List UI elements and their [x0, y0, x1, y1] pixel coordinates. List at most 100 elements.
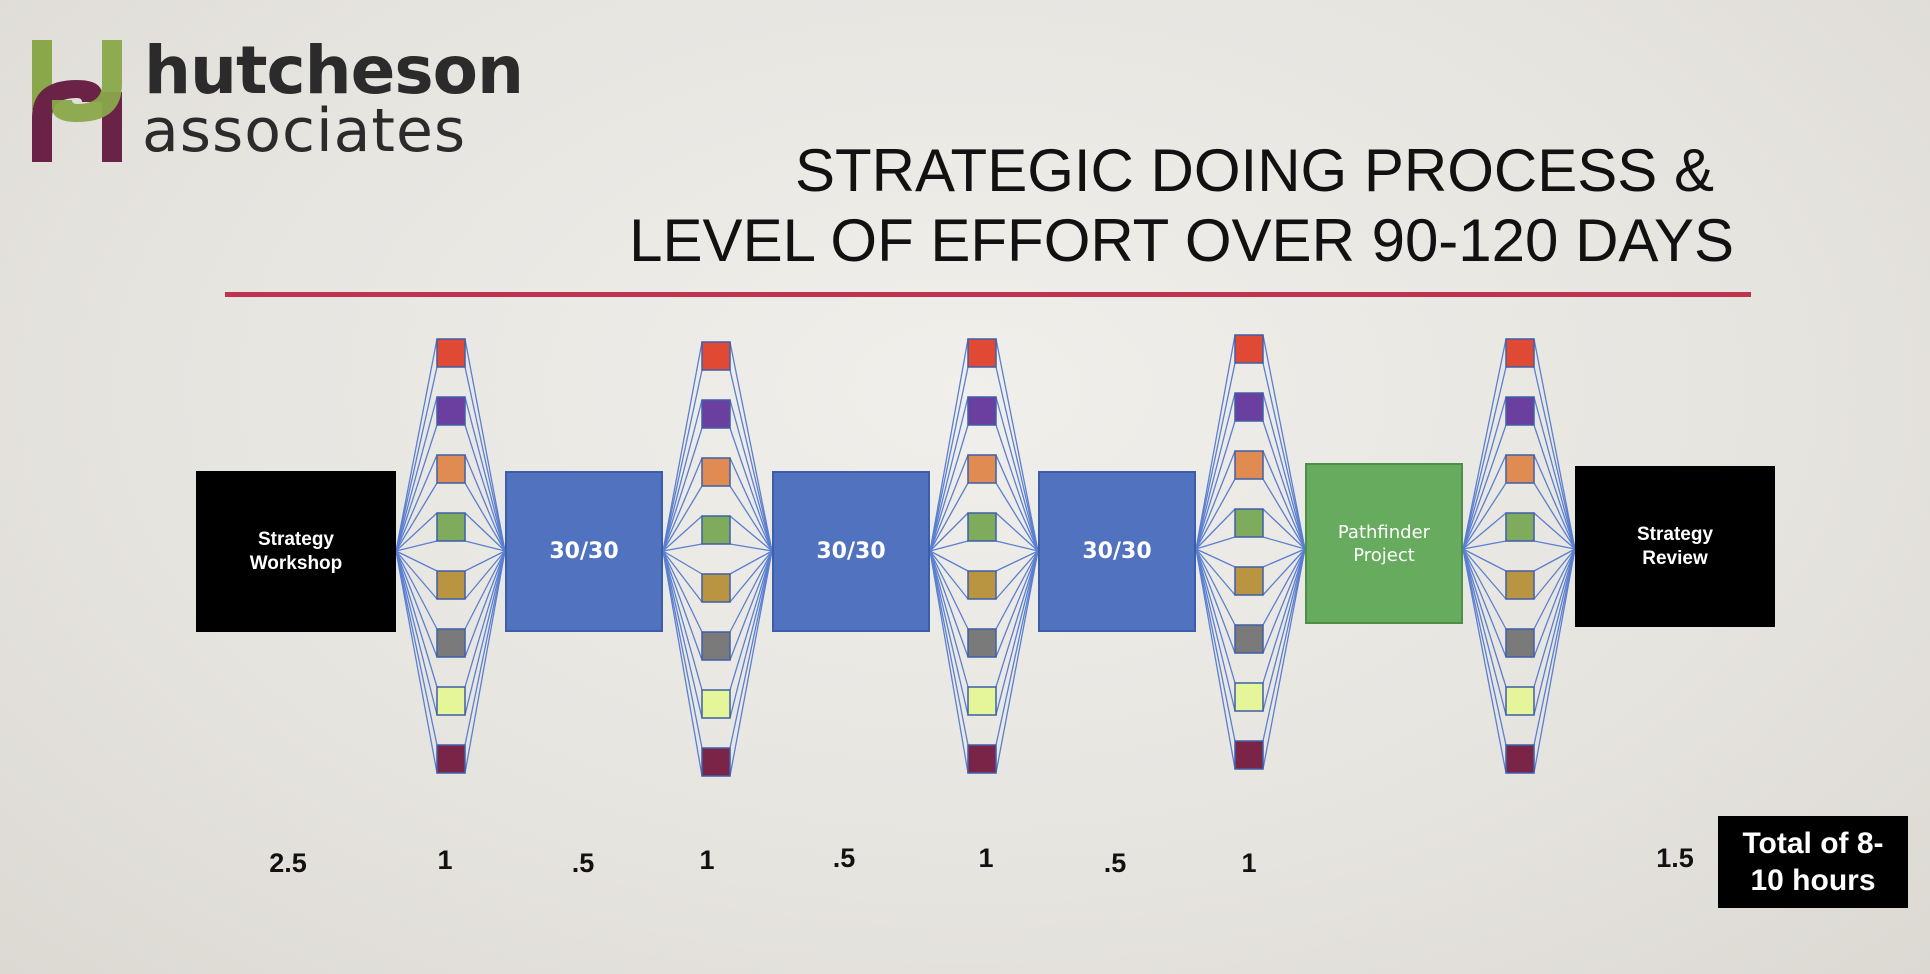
connector-line	[395, 550, 438, 746]
task-square	[701, 457, 731, 487]
connector-line	[1195, 450, 1236, 550]
connector-line	[1262, 508, 1306, 550]
connector-line	[1262, 548, 1306, 770]
connector-line	[929, 550, 969, 630]
total-hours-badge: Total of 8- 10 hours	[1718, 816, 1908, 908]
connector-line	[662, 550, 703, 633]
thirty-thirty-label-1: 30/30	[549, 539, 619, 564]
task-square	[436, 570, 466, 600]
strategy-review-label: Strategy Review	[1636, 523, 1714, 569]
connector-line	[729, 550, 773, 633]
connector-line	[464, 550, 506, 658]
task-square	[1234, 450, 1264, 480]
task-square	[436, 396, 466, 426]
thirty-thirty-box-3: 30/30	[1038, 471, 1196, 632]
task-square	[436, 512, 466, 542]
connector-line	[395, 550, 438, 774]
task-square	[967, 338, 997, 368]
connector-line	[1195, 362, 1236, 550]
task-square	[967, 454, 997, 484]
connector-line	[1262, 548, 1306, 568]
connector-line	[929, 550, 969, 716]
connector-line	[1262, 478, 1306, 550]
task-square	[1505, 512, 1535, 542]
connector-line	[1462, 548, 1507, 630]
connector-line	[464, 366, 506, 552]
connector-line	[1195, 548, 1236, 684]
connector-line	[1262, 548, 1306, 742]
task-square	[701, 573, 731, 603]
connector-line	[395, 424, 438, 552]
connector-line	[395, 482, 438, 552]
connector-line	[1195, 508, 1236, 550]
thirty-thirty-label-3: 30/30	[1082, 539, 1152, 564]
connector-line	[1195, 548, 1236, 712]
task-square	[436, 338, 466, 368]
connector-line	[995, 366, 1039, 552]
strategy-review-box: Strategy Review	[1575, 466, 1775, 627]
connector-line	[1462, 548, 1507, 572]
task-column-5	[1462, 338, 1576, 774]
connector-line	[1195, 548, 1236, 654]
connector-line	[929, 338, 969, 552]
connector-line	[662, 485, 703, 552]
connector-line	[995, 550, 1039, 572]
task-square	[701, 631, 731, 661]
connector-line	[929, 550, 969, 572]
connector-line	[995, 550, 1039, 774]
connector-line	[1533, 454, 1576, 550]
connector-line	[1262, 548, 1306, 654]
task-square	[701, 399, 731, 429]
task-square	[1234, 392, 1264, 422]
connector-line	[662, 550, 703, 661]
connector-line	[464, 550, 506, 688]
connector-line	[995, 550, 1039, 716]
connector-line	[995, 550, 1039, 746]
task-square	[1234, 566, 1264, 596]
task-square	[967, 570, 997, 600]
connector-line	[1195, 548, 1236, 742]
connector-line	[1533, 366, 1576, 550]
connector-line	[464, 396, 506, 552]
connector-line	[929, 366, 969, 552]
pathfinder-project-box: Pathfinder Project	[1305, 463, 1463, 624]
connector-line	[1533, 548, 1576, 746]
task-square	[1234, 740, 1264, 770]
task-square	[1505, 570, 1535, 600]
connector-line	[729, 550, 773, 603]
connector-line	[395, 550, 438, 688]
connector-line	[929, 550, 969, 600]
connector-line	[1533, 512, 1576, 550]
connector-line	[1262, 334, 1306, 550]
strategy-workshop-label: Strategy Workshop	[249, 528, 343, 574]
connector-line	[1533, 548, 1576, 774]
connector-line	[995, 512, 1039, 552]
connector-line	[395, 550, 438, 572]
title-rule	[225, 292, 1751, 297]
connector-line	[729, 399, 773, 552]
effort-value: 1	[699, 845, 715, 875]
connector-line	[662, 457, 703, 552]
task-square	[1505, 686, 1535, 716]
connector-line	[1262, 420, 1306, 550]
connector-line	[729, 550, 773, 661]
connector-line	[395, 550, 438, 658]
connector-line	[1462, 366, 1507, 550]
task-square	[1505, 454, 1535, 484]
connector-line	[662, 515, 703, 552]
pathfinder-project-label: Pathfinder Project	[1337, 521, 1431, 566]
connector-line	[662, 341, 703, 552]
connector-line	[995, 338, 1039, 552]
connector-line	[1195, 548, 1236, 770]
connector-line	[929, 424, 969, 552]
task-square	[436, 686, 466, 716]
connector-line	[995, 424, 1039, 552]
task-square	[701, 341, 731, 371]
connector-line	[1462, 540, 1507, 550]
connector-line	[995, 454, 1039, 552]
task-square	[967, 744, 997, 774]
connector-line	[1462, 548, 1507, 658]
connector-line	[729, 550, 773, 575]
connector-line	[929, 550, 969, 688]
connector-line	[1195, 478, 1236, 550]
